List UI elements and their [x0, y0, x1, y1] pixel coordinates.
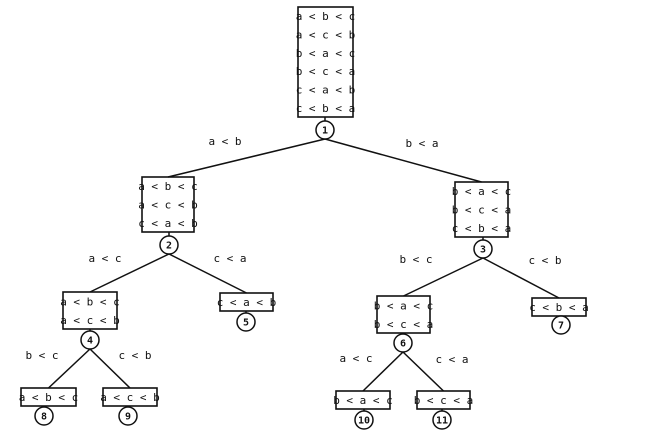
edge-label-2-4: a < c [88, 252, 121, 265]
node-permutation: b < a < c [296, 47, 356, 60]
node-number-8: 8 [41, 412, 47, 423]
tree-node-4: a < b < c a < c < b 4 [60, 291, 120, 350]
tree-node-5: c < a < b 5 [217, 292, 277, 332]
tree-node-10: b < a < c 10 [333, 390, 393, 430]
node-number-circle-1 [315, 120, 335, 140]
node-permutation: c < a < b [138, 217, 198, 230]
node-box-2 [141, 176, 195, 233]
node-number-6: 6 [400, 339, 406, 350]
tree-node-7: c < b < a 7 [529, 297, 589, 335]
tree-node-3: b < a < c b < c < a c < b < a 3 [452, 181, 512, 259]
node-number-3: 3 [480, 245, 486, 256]
node-number-circle-5 [236, 312, 256, 332]
node-permutation: a < c < b [138, 199, 198, 212]
node-permutation: b < c < a [452, 204, 512, 217]
node-box-9 [102, 387, 158, 407]
tree-node-1: a < b < c a < c < b b < a < c b < c < a c < … [296, 6, 356, 140]
node-number-circle-8 [34, 406, 54, 426]
node-number-5: 5 [243, 318, 249, 329]
node-permutation: c < a < b [217, 296, 277, 309]
node-number-circle-9 [118, 406, 138, 426]
node-permutation: b < c < a [296, 65, 356, 78]
node-number-2: 2 [166, 241, 172, 252]
edge-label-1-3: b < a [405, 137, 438, 150]
tree-node-8: a < b < c 8 [19, 387, 79, 426]
node-permutation: c < a < b [296, 84, 356, 97]
edge-3-7 [482, 257, 560, 299]
node-box-1 [297, 6, 354, 118]
node-permutation: a < b < c [60, 295, 120, 308]
edge-1-2 [167, 138, 326, 178]
node-box-11 [416, 390, 471, 410]
tree-node-9: a < c < b 9 [100, 387, 160, 426]
edge-6-10 [362, 351, 404, 392]
node-permutation: b < a < c [452, 185, 512, 198]
node-permutation: a < c < b [100, 391, 160, 404]
edge-4-8 [47, 348, 91, 389]
edge-6-11 [402, 351, 445, 392]
edge-label-2-5: c < a [213, 252, 246, 265]
edge-label-3-6: b < c [399, 253, 432, 266]
node-permutation: b < c < a [374, 318, 434, 331]
edge-1-3 [324, 138, 482, 183]
tree-node-11: b < c < a 11 [414, 390, 474, 430]
node-number-circle-3 [473, 239, 493, 259]
edge-4-9 [89, 348, 131, 389]
edge-label-4-8: b < c [25, 349, 58, 362]
node-number-4: 4 [87, 336, 93, 347]
tree-node-2: a < b < c a < c < b c < a < b 2 [138, 176, 198, 255]
node-box-10 [335, 390, 391, 410]
node-number-circle-6 [393, 333, 413, 353]
node-box-3 [454, 181, 509, 238]
tree-node-6: b < a < c b < c < a 6 [374, 295, 434, 353]
edge-label-4-9: c < b [118, 349, 151, 362]
edge-label-3-7: c < b [528, 254, 561, 267]
node-number-circle-7 [551, 315, 571, 335]
node-permutation: a < b < c [296, 10, 356, 23]
node-number-7: 7 [558, 321, 564, 332]
node-number-10: 10 [358, 416, 370, 427]
node-number-1: 1 [322, 126, 328, 137]
edge-label-6-11: c < a [435, 353, 468, 366]
node-permutation: b < a < c [374, 299, 434, 312]
node-permutation: b < a < c [333, 394, 393, 407]
node-number-circle-2 [159, 235, 179, 255]
node-permutation: a < b < c [138, 180, 198, 193]
edge-2-4 [89, 253, 170, 293]
node-permutation: b < c < a [414, 394, 474, 407]
node-permutation: c < b < a [529, 301, 589, 314]
node-box-8 [20, 387, 77, 407]
edge-label-6-10: a < c [339, 352, 372, 365]
node-number-circle-11 [432, 410, 452, 430]
node-permutation: a < b < c [19, 391, 79, 404]
node-permutation: c < b < a [452, 222, 512, 235]
node-number-circle-4 [80, 330, 100, 350]
edge-2-5 [168, 253, 247, 294]
node-permutation: a < c < b [296, 29, 356, 42]
node-permutation: a < c < b [60, 314, 120, 327]
node-number-9: 9 [125, 412, 131, 423]
edge-label-1-2: a < b [208, 135, 241, 148]
node-number-circle-10 [354, 410, 374, 430]
node-number-11: 11 [436, 416, 448, 427]
edge-3-6 [403, 257, 484, 297]
node-permutation: c < b < a [296, 102, 356, 115]
